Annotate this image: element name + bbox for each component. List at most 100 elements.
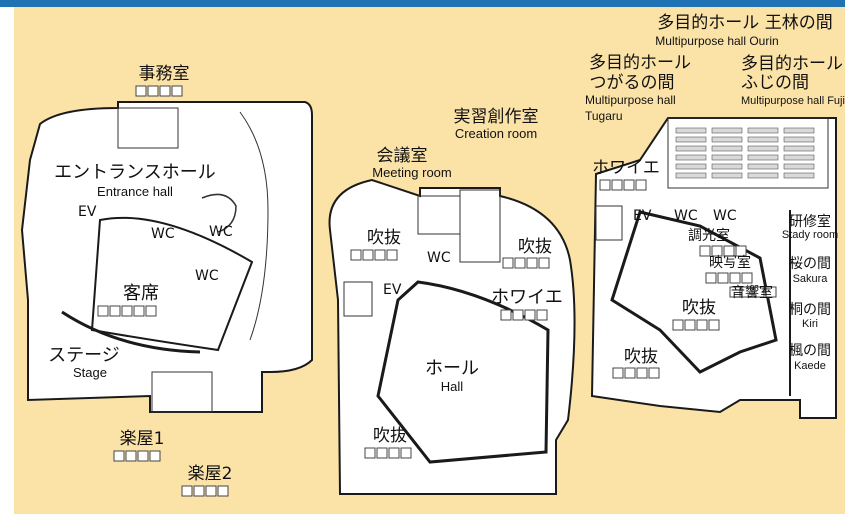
atrium-walls: [610, 210, 778, 374]
room-marker-square: [599, 179, 611, 191]
stage-en: Stage: [73, 365, 107, 380]
seat-row: [747, 154, 779, 161]
seat-row: [783, 127, 815, 134]
foyer-label-3: ホワイエ: [592, 158, 660, 178]
seat-row: [783, 136, 815, 143]
room-marker-square: [623, 179, 635, 191]
room-marker-square: [635, 179, 647, 191]
study-room-label: 研修室: [789, 213, 831, 230]
tugaru-hall-label-1: 多目的ホール: [589, 53, 691, 73]
room-marker-square: [159, 85, 171, 97]
hall-walls: [376, 280, 550, 464]
green-room-block: [151, 371, 213, 413]
seat-row: [783, 154, 815, 161]
meeting-room-en: Meeting room: [372, 165, 451, 180]
stair-3: [595, 205, 623, 241]
seat-row: [675, 145, 707, 152]
fuji-hall-en: Multipurpose hall Fuji: [741, 95, 845, 107]
room-marker-square: [133, 305, 145, 317]
room-marker-square: [512, 309, 524, 321]
room-marker-square: [648, 367, 660, 379]
study-room-en: Stady room: [782, 229, 838, 241]
room-marker-square: [350, 249, 362, 261]
seat-row: [675, 163, 707, 170]
seat-row: [675, 154, 707, 161]
seat-row: [747, 163, 779, 170]
room-marker-square: [735, 245, 747, 257]
seat-row: [747, 172, 779, 179]
floor-1-outline: [20, 101, 313, 413]
creation-room-en: Creation room: [455, 126, 537, 141]
floor-3: [590, 117, 837, 419]
seat-row: [747, 145, 779, 152]
room-marker-square: [135, 85, 147, 97]
room-marker-square: [636, 367, 648, 379]
room-marker-square: [109, 305, 121, 317]
ourin-hall-en: Multipurpose hall Ourin: [655, 34, 778, 48]
seat-rows: [675, 127, 815, 179]
green-room-1-label: 楽屋1: [120, 429, 165, 449]
room-marker-square: [524, 309, 536, 321]
entrance-curve: [239, 111, 269, 341]
atrium-label-2a: 吹抜: [367, 228, 401, 248]
creation-room: [459, 189, 501, 263]
seat-row: [783, 145, 815, 152]
kiri-room-label: 桐の間: [789, 302, 831, 318]
seat-row: [747, 136, 779, 143]
tugaru-hall-label-2: つがるの間: [590, 73, 675, 93]
sound-room-label: 音響室: [731, 284, 773, 301]
ev-label-1: EV: [78, 204, 97, 220]
seat-row: [675, 172, 707, 179]
kiri-room-en: Kiri: [802, 318, 818, 330]
entrance-hall-en: Entrance hall: [97, 184, 173, 199]
sakura-room-en: Sakura: [793, 273, 829, 285]
room-marker-square: [711, 245, 723, 257]
room-marker-square: [171, 85, 183, 97]
room-marker-square: [538, 257, 550, 269]
wc-label-1a: WC: [151, 226, 175, 242]
ev-label-2: EV: [383, 282, 402, 298]
auditorium-seating: [90, 216, 254, 352]
room-marker-square: [717, 272, 729, 284]
lighting-room-label: 調光室: [688, 227, 730, 244]
ev-label-3: EV: [633, 208, 652, 224]
room-marker-square: [217, 485, 229, 497]
wc-label-1c: WC: [195, 268, 219, 284]
ourin-hall-label: 多目的ホール 王林の間: [657, 13, 832, 33]
floor-1: [20, 101, 313, 413]
room-marker-square: [97, 305, 109, 317]
seat-row: [783, 172, 815, 179]
room-marker-square: [181, 485, 193, 497]
foyer-label-2: ホワイエ: [491, 287, 563, 308]
seat-row: [783, 163, 815, 170]
stair-2: [343, 281, 373, 317]
room-marker-square: [376, 447, 388, 459]
seat-row: [711, 154, 743, 161]
office-label: 事務室: [139, 64, 190, 84]
room-marker-square: [741, 286, 753, 298]
room-marker-square: [364, 447, 376, 459]
room-marker-square: [741, 272, 753, 284]
room-marker-square: [113, 450, 125, 462]
header-bar: [0, 0, 845, 7]
creation-room-label: 実習創作室: [454, 107, 539, 127]
tugaru-hall-en-2: Tugaru: [585, 109, 623, 123]
room-marker-square: [723, 245, 735, 257]
seat-row: [711, 163, 743, 170]
room-marker-square: [400, 447, 412, 459]
seat-row: [747, 127, 779, 134]
projection-room-label: 映写室: [709, 254, 751, 271]
office-room: [117, 107, 179, 149]
wc-stair-curve: [201, 193, 237, 233]
room-marker-square: [699, 245, 711, 257]
stage-label: ステージ: [48, 345, 120, 366]
room-marker-square: [705, 272, 717, 284]
room-marker-square: [388, 447, 400, 459]
seat-row: [675, 127, 707, 134]
seat-row: [711, 136, 743, 143]
wc-label-3a: WC: [674, 208, 698, 224]
seat-row: [711, 145, 743, 152]
wc-label-1b: WC: [209, 224, 233, 240]
room-marker-square: [386, 249, 398, 261]
